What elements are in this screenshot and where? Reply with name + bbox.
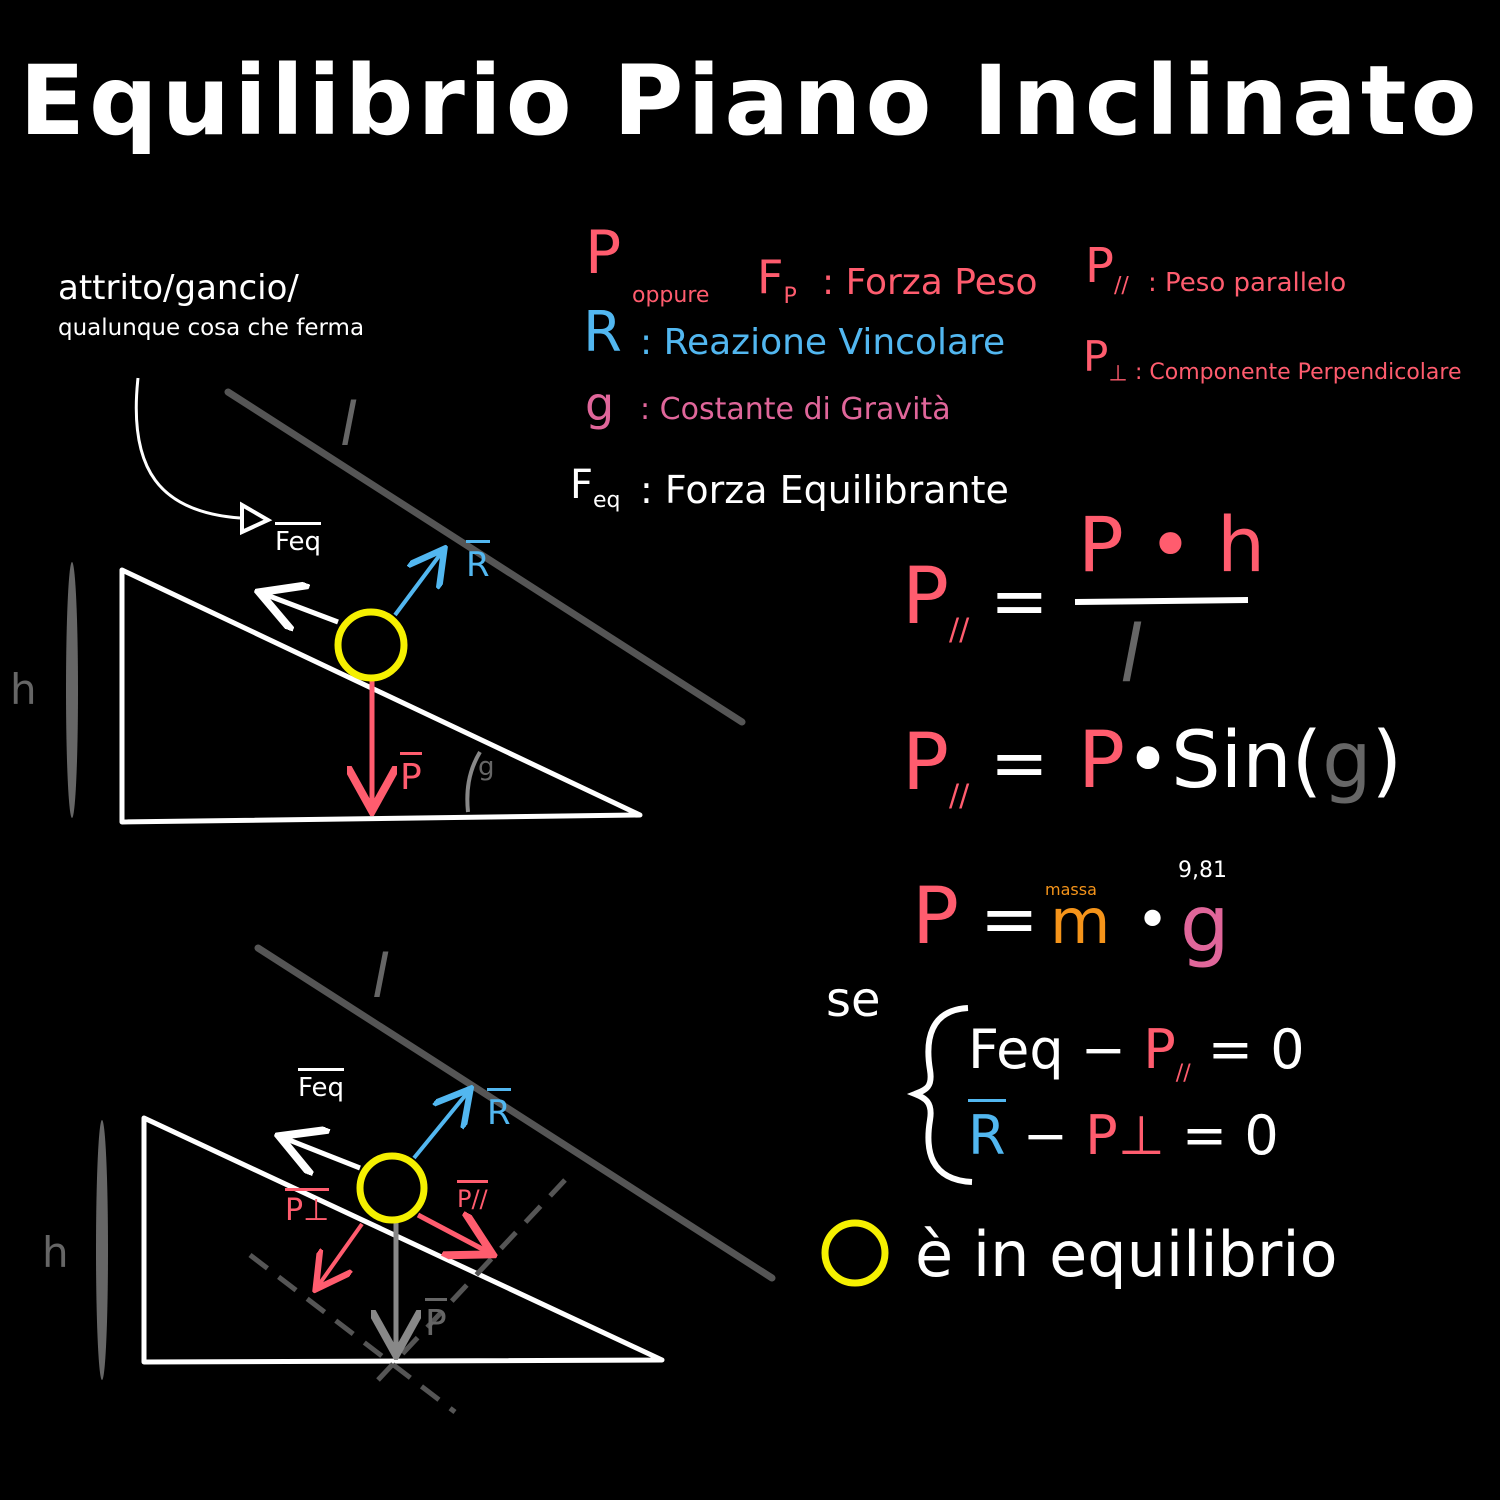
diagram2-l-line [254, 944, 776, 1282]
diagram2-l-label: l [372, 942, 389, 1012]
formula1-eq: = [990, 560, 1049, 642]
diagram1-r-label: R [466, 540, 490, 585]
legend-ppar-sub: // [1113, 273, 1129, 299]
legend-feq-desc: : Forza Equilibrante [640, 468, 1009, 512]
formula2-lhs-sub: // [949, 778, 970, 814]
formula1-lhs-p: P [902, 552, 950, 642]
diagram1-h-label: h [10, 665, 37, 714]
legend-fp-sub: P [783, 284, 797, 310]
diagram1-triangle [119, 567, 643, 825]
system-row1-eq: = 0 [1207, 1018, 1305, 1081]
note-line2: qualunque cosa che ferma [58, 315, 365, 341]
diagram1-l-label: l [340, 390, 357, 460]
conclusion-body-icon [821, 1219, 889, 1287]
diagram2-r-label: R [487, 1088, 511, 1133]
system-brace [906, 1005, 973, 1185]
diagram2-ppar-label: P// [457, 1180, 488, 1213]
diagram2-dashed-normal [248, 1253, 457, 1414]
formula1-lhs: P// [902, 552, 969, 648]
formula2-lhs-p: P [902, 718, 950, 808]
legend-r-symbol: R [583, 300, 622, 365]
diagram2-h-label: h [42, 1228, 69, 1277]
legend-fp: FP [757, 250, 797, 309]
legend-pperp: P⊥ [1083, 332, 1128, 386]
diagram2-p-label: P [425, 1298, 447, 1344]
diagram1-body [334, 608, 408, 682]
formula1-fraction-bar [1074, 597, 1249, 605]
formula1-denominator: l [1120, 610, 1142, 700]
diagram1-feq-label: Feq [275, 522, 322, 557]
diagram2-r-arrow [412, 1092, 468, 1160]
legend-ppar-desc: : Peso parallelo [1148, 268, 1347, 298]
legend-fp-symbol: F [757, 250, 784, 304]
legend-feq-sub: eq [593, 488, 621, 513]
legend-g-desc: : Costante di Gravità [640, 392, 951, 427]
diagram2-group [96, 944, 776, 1414]
system-row2-minus: − [1022, 1104, 1068, 1167]
diagram1-angle-arc [465, 750, 482, 813]
formula3-eq: = [980, 878, 1039, 960]
diagram2-feq-arrow [284, 1138, 361, 1168]
legend-p-desc: : Forza Peso [822, 262, 1038, 303]
legend-p-symbol: P [585, 218, 622, 288]
system-row2: R − P⊥ = 0 [968, 1099, 1279, 1167]
formula3-m: m [1050, 885, 1111, 958]
formula1-numerator: P • h [1078, 500, 1266, 589]
note-arrowhead [240, 501, 273, 536]
legend-ppar: P// [1085, 238, 1129, 299]
diagram2-pperp-arrow [318, 1222, 364, 1286]
diagram1-feq-arrow [264, 594, 339, 622]
page-title: Equilibrio Piano Inclinato [19, 45, 1481, 157]
system-row1-p: P [1143, 1018, 1176, 1081]
conclusion-text: è in equilibrio [915, 1218, 1338, 1291]
diagram1-l-line [224, 388, 746, 726]
system-row2-p: P⊥ [1085, 1104, 1165, 1167]
legend-pperp-symbol: P [1083, 332, 1109, 381]
formula3-lhs: P [912, 872, 960, 962]
note-line1: attrito/gancio/ [58, 268, 299, 308]
diagram2-triangle [141, 1115, 665, 1365]
diagram2-ppar-arrow [416, 1215, 488, 1252]
formula3-m-note: massa [1045, 880, 1097, 899]
legend-pperp-sub: ⊥ [1108, 361, 1128, 387]
diagram1-group [66, 377, 746, 825]
legend-g-symbol: g [585, 377, 615, 431]
system-row2-r: R [968, 1099, 1006, 1167]
diagram1-h-stroke [66, 562, 78, 818]
formula2-rhs-dot: • [1125, 716, 1172, 806]
diagram1-p-label: P [400, 752, 422, 798]
formula3-dot: • [1136, 888, 1170, 953]
system-row1-feq: Feq [968, 1018, 1064, 1081]
diagram2-pperp-label: P⊥ [285, 1188, 330, 1228]
diagram2-feq-label: Feq [298, 1068, 345, 1103]
legend-feq-symbol: F [570, 462, 594, 508]
legend-oppure: oppure [632, 283, 710, 308]
system-row1: Feq − P// = 0 [968, 1018, 1305, 1086]
formula2-rhs-sin: Sin( [1171, 716, 1323, 806]
formula1-lhs-sub: // [949, 612, 970, 648]
note-arrow [134, 377, 241, 520]
legend-ppar-symbol: P [1085, 238, 1114, 294]
formula3-g: g [1180, 880, 1230, 970]
system-se: se [826, 972, 881, 1028]
diagram2-h-stroke [96, 1120, 108, 1380]
formula2-rhs-close: ) [1371, 716, 1403, 806]
diagram1-angle-label: g [478, 752, 495, 782]
diagram1-r-arrow [393, 552, 442, 617]
system-row1-p-sub: // [1175, 1060, 1191, 1086]
legend-feq: Feq [570, 462, 621, 513]
formula2-eq: = [990, 722, 1049, 804]
system-row2-eq: = 0 [1181, 1104, 1279, 1167]
system-row1-minus: − [1080, 1018, 1127, 1081]
formula3-g-note: 9,81 [1178, 858, 1227, 883]
formula2-rhs: P•Sin(g) [1078, 716, 1402, 806]
formula2-rhs-p: P [1078, 716, 1126, 806]
diagram2-body [356, 1152, 428, 1224]
formula2-rhs-g: g [1322, 716, 1372, 806]
legend-pperp-desc: : Componente Perpendicolare [1135, 360, 1462, 385]
legend-r-desc: : Reazione Vincolare [640, 322, 1006, 363]
formula2-lhs: P// [902, 718, 969, 814]
